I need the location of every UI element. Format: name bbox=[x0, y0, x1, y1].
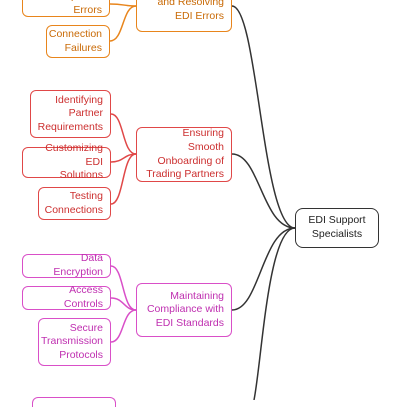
branch-maintaining-compliance[interactable]: Maintaining Compliance with EDI Standard… bbox=[136, 283, 232, 337]
connector-root-compliance bbox=[231, 227, 296, 311]
connector-onboarding-identifying bbox=[110, 113, 137, 155]
leaf-partial-bottom bbox=[32, 397, 116, 407]
leaf-testing-connections[interactable]: Testing Connections bbox=[38, 187, 111, 220]
branch-resolving-edi-errors[interactable]: and Resolving EDI Errors bbox=[136, 0, 232, 32]
connector-resolving-sequence bbox=[109, 3, 137, 7]
connector-root-onboarding bbox=[231, 153, 296, 229]
branch-onboarding-trading-partners[interactable]: Ensuring Smooth Onboarding of Trading Pa… bbox=[136, 127, 232, 182]
leaf-customizing-edi-solutions[interactable]: Customizing EDI Solutions bbox=[22, 142, 111, 181]
connector-root-offscreen bbox=[253, 227, 296, 400]
leaf-identifying-partner-requirements[interactable]: Identifying Partner Requirements bbox=[30, 90, 111, 138]
leaf-data-encryption[interactable]: Data Encryption bbox=[22, 252, 111, 278]
connector-onboarding-testing bbox=[110, 153, 137, 205]
leaf-sequence-errors[interactable]: Sequence Errors bbox=[22, 0, 110, 17]
connector-compliance-secure bbox=[110, 309, 137, 343]
connector-root-resolving bbox=[231, 5, 296, 229]
connector-resolving-connection bbox=[109, 5, 137, 42]
leaf-connection-failures[interactable]: Connection Failures bbox=[46, 25, 110, 58]
root-node[interactable]: EDI Support Specialists bbox=[295, 208, 379, 248]
leaf-secure-transmission-protocols[interactable]: Secure Transmission Protocols bbox=[38, 318, 111, 366]
leaf-access-controls[interactable]: Access Controls bbox=[22, 284, 111, 310]
